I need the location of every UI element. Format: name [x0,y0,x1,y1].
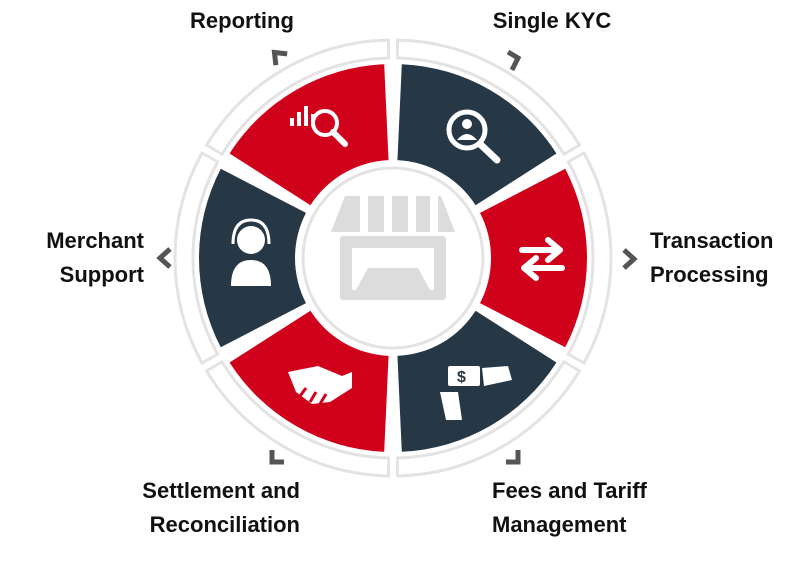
handshake-icon [288,366,352,405]
segment-dividers [197,34,589,482]
chevron-up-left-icon [271,49,288,66]
outer-ring-arc-transaction [566,150,613,366]
label-single-kyc: Single KYC [492,8,612,33]
outer-ring-arc-settlement [204,359,391,478]
segment-single_kyc [397,64,557,206]
search-user-icon [446,109,501,164]
outer-ring [173,38,613,478]
segment-divider [472,143,589,214]
outer-ring-arc-merchant [173,150,220,366]
label-merchant-support: Merchant Support [46,228,144,287]
segment-reporting [229,64,389,206]
segment-divider [472,302,589,373]
svg-text:$: $ [457,369,466,386]
segment-divider [197,143,314,214]
chevron-right-icon [622,248,638,270]
outer-ring-arc-fees [395,359,582,478]
outer-ring-arc-reporting [204,38,391,157]
chevron-down-right-icon [506,450,521,465]
label-reporting: Reporting [190,8,294,33]
label-fees-and-tariff: Fees and Tariff Management [492,478,647,537]
exchange-arrows-icon [519,237,565,281]
outer-ring-arc-single_kyc [395,38,582,157]
label-transaction-processing: Transaction Processing [650,228,774,287]
payment-hand-icon: $ [440,366,512,420]
analytics-search-icon [290,106,348,147]
segment-merchant [198,168,306,348]
segment-divider [197,302,314,373]
chevron-left-icon [156,247,172,269]
support-agent-icon [231,218,271,286]
label-settlement-reconciliation: Settlement and Reconciliation [142,478,300,537]
chevron-up-right-icon [506,49,522,72]
chevron-down-left-icon [269,450,284,465]
